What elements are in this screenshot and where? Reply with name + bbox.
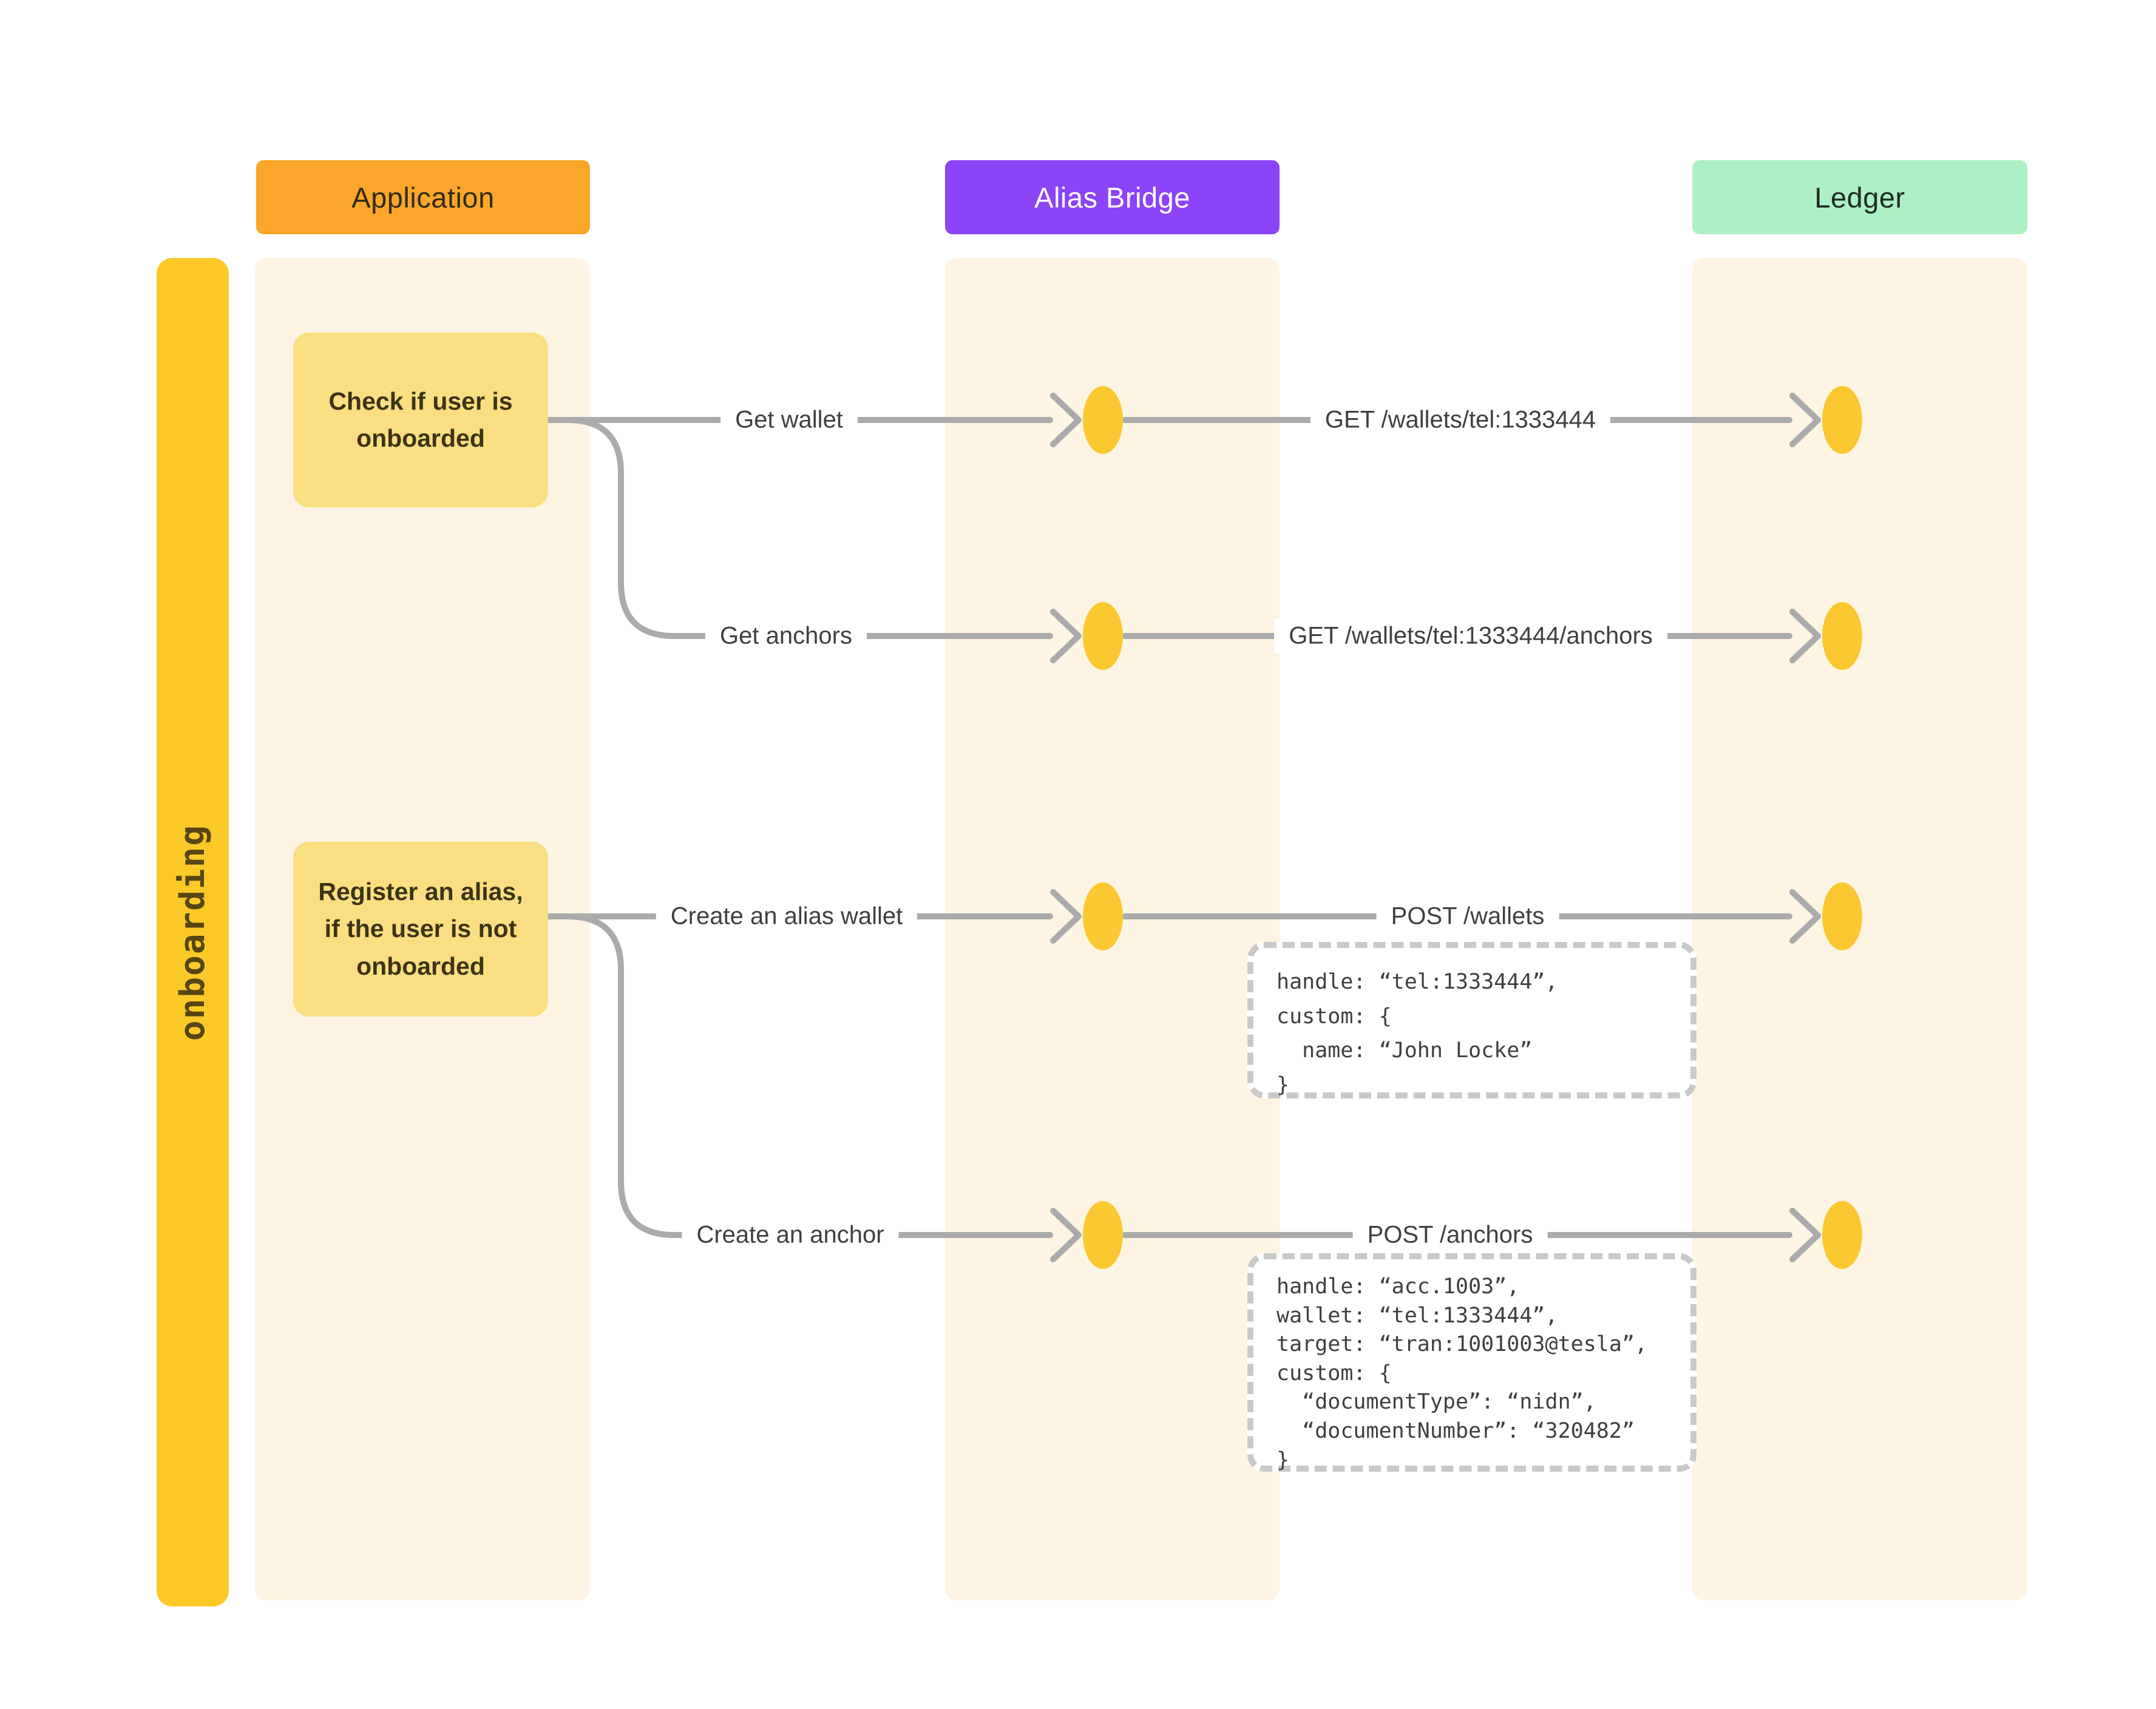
api-label-post-anchors: POST /anchors	[1352, 1217, 1548, 1253]
api-label-post-wallets: POST /wallets	[1376, 899, 1559, 934]
connector-line	[564, 417, 1053, 639]
sticky-note-check-onboarded: Check if user is onboarded	[293, 333, 548, 507]
event-node	[1083, 386, 1123, 454]
arrowhead-icon	[1789, 889, 1821, 944]
payload-box-create-wallet: handle: “tel:1333444”, custom: { name: “…	[1247, 942, 1697, 1098]
message-label-get-anchors: Get anchors	[705, 618, 867, 654]
arrowhead-icon	[1050, 393, 1082, 447]
arrowhead-icon	[1050, 1208, 1082, 1262]
message-label-create-alias-wallet: Create an alias wallet	[656, 899, 918, 934]
api-label-get-anchors: GET /wallets/tel:1333444/anchors	[1274, 618, 1667, 654]
lane-title: Alias Bridge	[1034, 181, 1190, 214]
sticky-note-text: Check if user is onboarded	[328, 387, 513, 453]
message-label-create-anchor: Create an anchor	[682, 1217, 899, 1253]
phase-bar-onboarding: onboarding	[157, 258, 229, 1606]
payload-code: handle: “tel:1333444”, custom: { name: “…	[1276, 970, 1558, 1098]
event-node	[1822, 602, 1862, 670]
arrowhead-icon	[1789, 1208, 1821, 1262]
event-node	[1822, 386, 1862, 454]
sticky-note-text: Register an alias, if the user is not on…	[318, 877, 523, 980]
message-label-get-wallet: Get wallet	[720, 402, 858, 438]
arrowhead-icon	[1050, 889, 1082, 944]
arrowhead-icon	[1789, 393, 1821, 447]
lane-header-alias-bridge: Alias Bridge	[945, 160, 1280, 234]
lane-header-ledger: Ledger	[1692, 160, 2027, 234]
event-node	[1822, 882, 1862, 950]
payload-code: handle: “acc.1003”, wallet: “tel:1333444…	[1276, 1274, 1648, 1472]
arrowhead-icon	[1050, 609, 1082, 663]
lane-title: Ledger	[1814, 181, 1905, 214]
connector-line	[564, 913, 1053, 1238]
payload-box-create-anchor: handle: “acc.1003”, wallet: “tel:1333444…	[1247, 1253, 1697, 1472]
lane-header-application: Application	[256, 160, 590, 234]
event-node	[1822, 1201, 1862, 1269]
api-label-get-wallet: GET /wallets/tel:1333444	[1310, 402, 1611, 438]
arrowhead-icon	[1789, 609, 1821, 663]
event-node	[1083, 1201, 1123, 1269]
event-node	[1083, 602, 1123, 670]
sticky-note-register-alias: Register an alias, if the user is not on…	[293, 842, 548, 1017]
lane-title: Application	[351, 181, 495, 214]
event-node	[1083, 882, 1123, 950]
